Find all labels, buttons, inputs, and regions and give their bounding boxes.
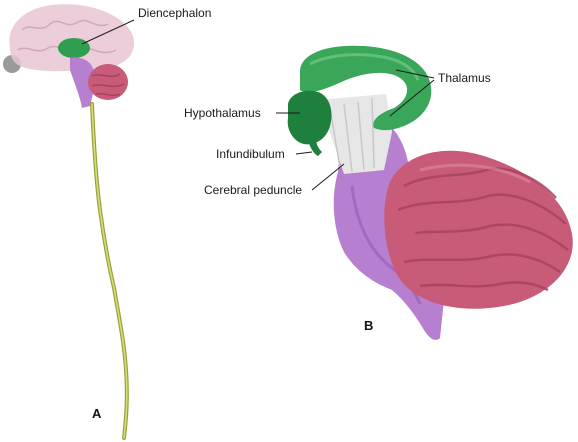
panel-b-letter: B [364, 318, 373, 333]
flocculus-shape [395, 228, 417, 248]
cerebellum-shape [88, 64, 128, 100]
hypothalamus-shape [287, 90, 332, 145]
spinal-cord-highlight [91, 103, 128, 439]
panel-b: Thalamus Hypothalamus Infundibulum Cereb… [184, 45, 573, 340]
leader-cerebral-peduncle [311, 163, 345, 191]
label-diencephalon: Diencephalon [138, 6, 211, 20]
label-hypothalamus: Hypothalamus [184, 106, 261, 120]
cerebellum-folia [91, 73, 125, 97]
leader-thalamus-2 [389, 79, 435, 117]
leader-diencephalon [81, 19, 135, 45]
leader-infundibulum [295, 151, 313, 155]
label-infundibulum: Infundibulum [216, 147, 285, 161]
cerebellum-b-folia [397, 167, 569, 292]
spinal-cord [90, 102, 129, 440]
panel-a-letter: A [92, 406, 102, 421]
label-thalamus: Thalamus [438, 71, 491, 85]
label-cerebral-peduncle: Cerebral peduncle [204, 183, 302, 197]
diencephalon-shape [58, 38, 90, 58]
panel-a: Diencephalon A [3, 4, 211, 440]
cerebrum-shape [9, 4, 135, 72]
peduncle-fibers [329, 97, 375, 173]
leader-thalamus-1 [395, 69, 435, 79]
infundibulum-shape [308, 138, 322, 156]
brainstem-shape [70, 57, 95, 108]
cerebellum-b-shade [419, 163, 531, 184]
thalamus-highlight [309, 53, 420, 81]
